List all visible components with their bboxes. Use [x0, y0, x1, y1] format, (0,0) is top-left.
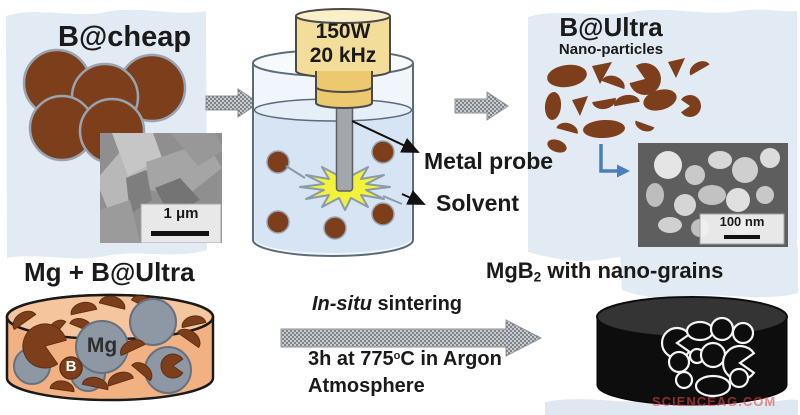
boron-nano-particles	[544, 58, 710, 153]
mgb2-sub: 2	[533, 269, 542, 285]
mgb2-base: MgB	[486, 258, 534, 283]
sem1-scalebar-box	[140, 203, 222, 243]
b-particle-label: B	[65, 358, 77, 375]
watermark: SCIENCEAG.COM	[652, 394, 777, 409]
spark-ray	[382, 195, 403, 205]
sintering-conditions-line2: Atmosphere	[308, 375, 425, 397]
spark-ray	[285, 165, 306, 179]
solvent-callout-label: Solvent	[436, 190, 520, 216]
sonicator-power: 150W	[315, 20, 371, 43]
degree-sup: o	[393, 349, 401, 362]
stage4-title: MgB2 with nano-grains	[486, 258, 724, 285]
sem1-scalebar	[151, 231, 209, 236]
stage3-title: Mg + B@Ultra	[24, 257, 195, 287]
suspended-particles	[266, 140, 395, 240]
sonicator-spec-label: 150W 20 kHz	[296, 20, 390, 68]
mixing-dish	[5, 293, 215, 402]
probe-callout-arrow	[351, 120, 420, 153]
process-arrow-2-icon	[454, 91, 509, 121]
elbow-arrow-head	[617, 164, 630, 178]
metal-probe	[335, 102, 354, 192]
sintering-conditions-line1: 3h at 775oC in Argon	[308, 348, 502, 370]
sonicator-frequency: 20 kHz	[309, 44, 377, 68]
nano-grain-outlines	[660, 316, 756, 398]
sintering-arrow-icon	[280, 319, 543, 357]
mg-particle-label: Mg	[86, 334, 118, 357]
stage2-subtitle: Nano-particles	[558, 41, 664, 58]
sintering-step-italic: In-situ	[312, 293, 372, 315]
boron-fragments-front	[22, 323, 201, 393]
sintering-step-rest: sintering	[372, 293, 463, 315]
cond1-end: C in Argon	[400, 348, 502, 370]
cond1-text: 3h at 775	[308, 348, 394, 370]
probe-callout-label: Metal probe	[424, 148, 554, 174]
mgb2-pellet	[596, 296, 788, 406]
stage1-title: B@cheap	[58, 21, 192, 53]
sem2-scale-label: 100 nm	[719, 214, 765, 229]
sem2-scalebar	[724, 235, 760, 239]
process-arrow-1-icon	[205, 88, 260, 118]
sintering-step-label: In-situ sintering	[312, 293, 462, 315]
sonicator-horn	[295, 8, 391, 109]
sem-image-micro	[100, 133, 222, 243]
sem-image-nano	[638, 143, 788, 247]
boron-labelled-particle	[59, 356, 83, 380]
elbow-arrow-icon	[599, 144, 618, 173]
mgb2-rest: with nano-grains	[541, 258, 724, 283]
sem1-scale-label: 1 μm	[163, 205, 199, 222]
solvent-callout-arrow	[401, 190, 426, 205]
stage2-title: B@Ultra	[559, 12, 663, 42]
stage2-panel-tail	[620, 246, 798, 299]
